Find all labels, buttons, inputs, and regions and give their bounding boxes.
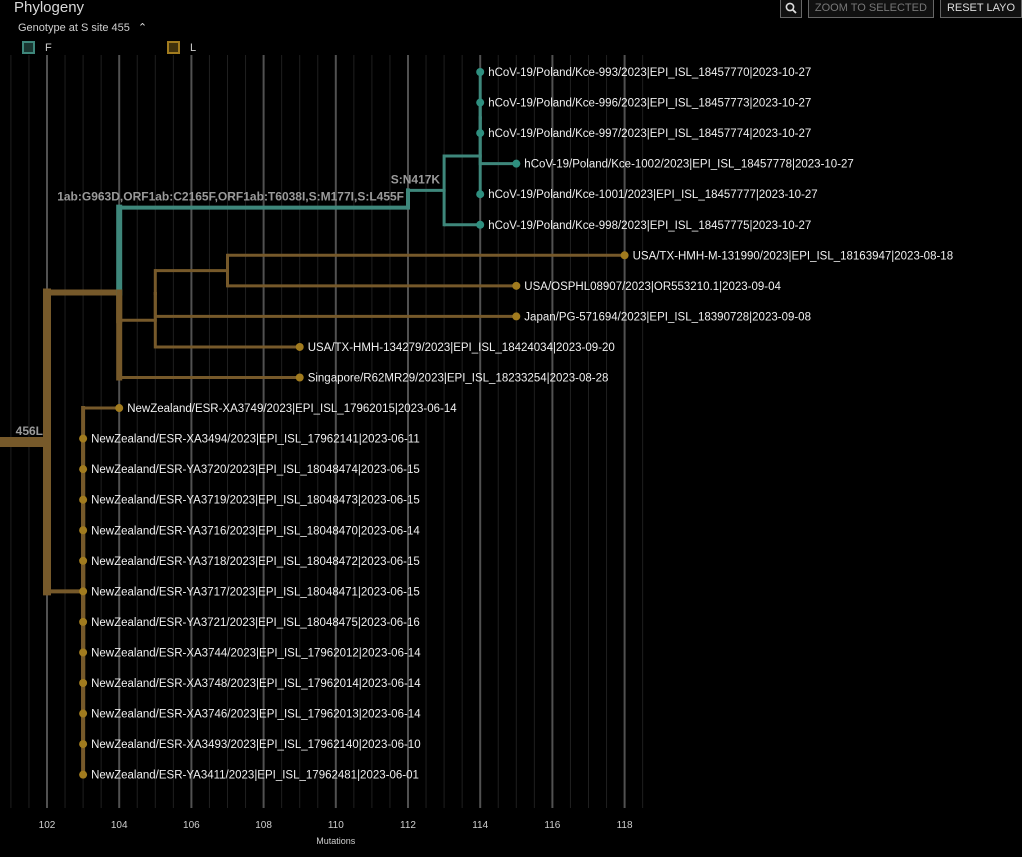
tip-node[interactable]: [476, 129, 485, 138]
tip-label[interactable]: Japan/PG-571694/2023|EPI_ISL_18390728|20…: [524, 311, 811, 323]
tip-node[interactable]: [79, 434, 88, 443]
legend-swatch-f: [22, 41, 35, 54]
tree-toolbar: ZOOM TO SELECTED RESET LAYO: [779, 0, 1022, 18]
tip-label[interactable]: NewZealand/ESR-XA3493/2023|EPI_ISL_17962…: [91, 739, 421, 751]
tip-label[interactable]: hCoV-19/Poland/Kce-1001/2023|EPI_ISL_184…: [488, 189, 818, 201]
magnifier-icon: [785, 2, 797, 14]
zoom-button[interactable]: [779, 0, 802, 18]
legend-item-f[interactable]: F: [22, 41, 52, 54]
x-tick-label: 108: [255, 820, 272, 831]
tip-node[interactable]: [620, 251, 629, 260]
tip-node[interactable]: [79, 709, 88, 718]
tip-label[interactable]: NewZealand/ESR-XA3746/2023|EPI_ISL_17962…: [91, 709, 421, 721]
tip-label[interactable]: NewZealand/ESR-YA3719/2023|EPI_ISL_18048…: [91, 495, 420, 507]
tip-node[interactable]: [512, 312, 521, 321]
legend-label-l: L: [190, 41, 197, 54]
tip-label[interactable]: NewZealand/ESR-XA3748/2023|EPI_ISL_17962…: [91, 678, 421, 690]
tip-node[interactable]: [79, 495, 88, 504]
legend-title[interactable]: Genotype at S site 455 ⌃: [18, 21, 148, 35]
x-tick-label: 106: [183, 820, 200, 831]
tip-label[interactable]: NewZealand/ESR-YA3716/2023|EPI_ISL_18048…: [91, 525, 420, 537]
x-axis-label: Mutations: [316, 836, 356, 846]
zoom-to-selected-button[interactable]: ZOOM TO SELECTED: [807, 0, 934, 18]
tip-label[interactable]: Singapore/R62MR29/2023|EPI_ISL_18233254|…: [308, 373, 609, 385]
tip-node[interactable]: [79, 617, 88, 626]
tip-label[interactable]: hCoV-19/Poland/Kce-1002/2023|EPI_ISL_184…: [524, 159, 854, 171]
tip-node[interactable]: [79, 648, 88, 657]
tip-label[interactable]: hCoV-19/Poland/Kce-997/2023|EPI_ISL_1845…: [488, 128, 811, 140]
tip-label[interactable]: USA/TX-HMH-134279/2023|EPI_ISL_18424034|…: [308, 342, 615, 354]
tip-label[interactable]: USA/TX-HMH-M-131990/2023|EPI_ISL_1816394…: [633, 250, 954, 262]
tip-label[interactable]: NewZealand/ESR-YA3717/2023|EPI_ISL_18048…: [91, 586, 420, 598]
tip-node[interactable]: [115, 404, 124, 413]
tip-node[interactable]: [476, 98, 485, 107]
tip-label[interactable]: hCoV-19/Poland/Kce-996/2023|EPI_ISL_1845…: [488, 98, 811, 110]
x-tick-label: 118: [617, 820, 633, 831]
chevron-up-icon[interactable]: ⌃: [137, 22, 148, 34]
tip-nodes: [79, 68, 629, 779]
tip-node[interactable]: [79, 526, 88, 535]
legend-item-l[interactable]: L: [167, 41, 196, 54]
tree-branches: [0, 70, 625, 777]
tip-node[interactable]: [79, 587, 88, 596]
x-tick-label: 110: [328, 820, 344, 831]
tip-label[interactable]: NewZealand/ESR-YA3721/2023|EPI_ISL_18048…: [91, 617, 420, 629]
panel-title: Phylogeny: [14, 0, 85, 16]
tip-node[interactable]: [79, 770, 88, 779]
grid-lines: [10, 55, 644, 808]
tip-node[interactable]: [512, 281, 521, 290]
tip-labels: hCoV-19/Poland/Kce-993/2023|EPI_ISL_1845…: [91, 67, 953, 782]
x-tick-label: 102: [39, 820, 56, 831]
x-tick-label: 116: [544, 820, 560, 831]
x-tick-label: 104: [111, 820, 128, 831]
legend-label-f: F: [45, 41, 52, 54]
tip-node[interactable]: [295, 342, 304, 351]
x-tick-label: 112: [400, 820, 416, 831]
branch-mutation-labels: S:N417K 1ab:G963D,ORF1ab:C2165F,ORF1ab:T6…: [16, 172, 441, 438]
branch-mutation-label[interactable]: 456L: [16, 424, 43, 438]
tip-node[interactable]: [476, 190, 485, 199]
x-tick-label: 114: [472, 820, 488, 831]
reset-layout-button[interactable]: RESET LAYO: [939, 0, 1022, 18]
tip-label[interactable]: NewZealand/ESR-YA3720/2023|EPI_ISL_18048…: [91, 464, 420, 476]
tip-node[interactable]: [79, 465, 88, 474]
tip-label[interactable]: NewZealand/ESR-XA3494/2023|EPI_ISL_17962…: [91, 434, 420, 446]
tip-label[interactable]: hCoV-19/Poland/Kce-998/2023|EPI_ISL_1845…: [488, 220, 811, 232]
tip-node[interactable]: [476, 68, 485, 76]
tip-label[interactable]: hCoV-19/Poland/Kce-993/2023|EPI_ISL_1845…: [488, 67, 811, 79]
legend-title-text: Genotype at S site 455: [18, 21, 130, 34]
tip-label[interactable]: NewZealand/ESR-XA3744/2023|EPI_ISL_17962…: [91, 647, 421, 659]
tip-label[interactable]: NewZealand/ESR-YA3718/2023|EPI_ISL_18048…: [91, 556, 420, 568]
branch-mutation-label[interactable]: S:N417K: [391, 172, 441, 186]
tip-node[interactable]: [512, 159, 521, 168]
tip-node[interactable]: [79, 740, 88, 749]
tip-node[interactable]: [79, 556, 88, 565]
branch-mutation-label[interactable]: 1ab:G963D,ORF1ab:C2165F,ORF1ab:T6038I,S:…: [57, 190, 404, 204]
tip-label[interactable]: USA/OSPHL08907/2023|OR553210.1|2023-09-0…: [524, 281, 781, 293]
tip-label[interactable]: NewZealand/ESR-YA3411/2023|EPI_ISL_17962…: [91, 770, 419, 782]
tip-node[interactable]: [79, 679, 88, 687]
tip-node[interactable]: [476, 220, 485, 229]
legend-swatch-l: [167, 41, 180, 54]
tip-node[interactable]: [295, 373, 304, 382]
tip-label[interactable]: NewZealand/ESR-XA3749/2023|EPI_ISL_17962…: [127, 403, 457, 415]
